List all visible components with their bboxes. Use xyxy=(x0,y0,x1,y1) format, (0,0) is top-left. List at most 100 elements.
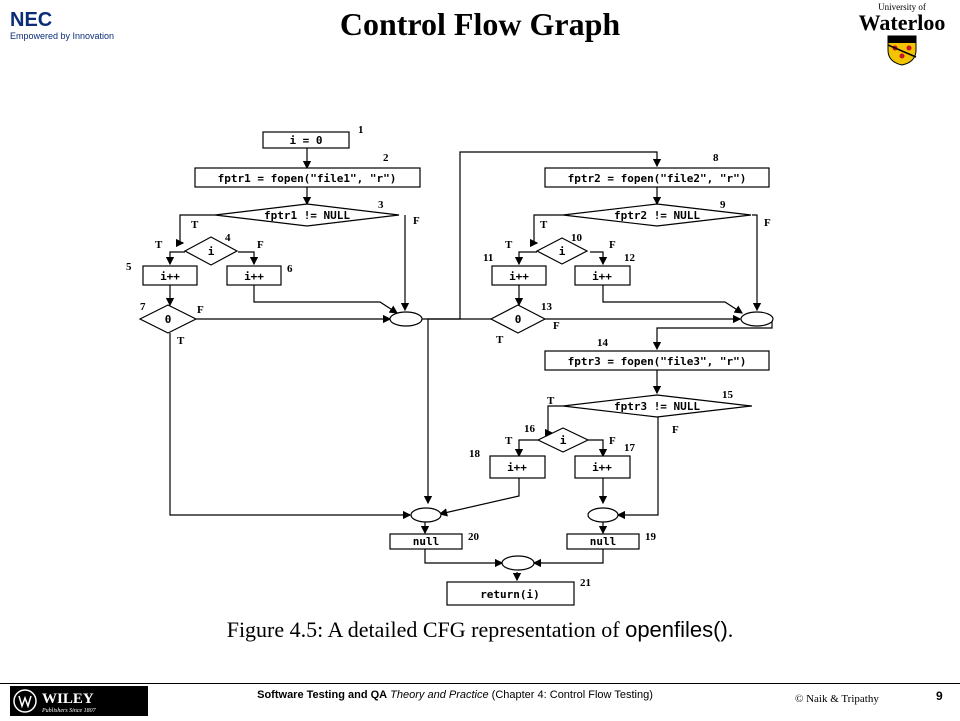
wiley-logo-graphic: WILEY Publishers Since 1807 xyxy=(13,689,97,714)
cfg-node-19 xyxy=(566,533,640,550)
cfg-node-19-text: null xyxy=(590,535,617,548)
cfg-node-15-false-label: F xyxy=(672,424,679,436)
cfg-node-10-true-label: T xyxy=(505,239,513,251)
waterloo-logo-small: University of xyxy=(878,2,926,12)
cfg-node-2-text: fptr1 = fopen("file1", "r") xyxy=(218,172,397,185)
cfg-junction-left xyxy=(389,311,423,327)
cfg-node-11-number: 11 xyxy=(483,252,493,264)
waterloo-crest-icon xyxy=(887,35,917,66)
cfg-node-12 xyxy=(574,265,631,286)
page-title: Control Flow Graph xyxy=(339,6,621,42)
figure-caption-suffix: . xyxy=(727,617,734,642)
cfg-node-8-number: 8 xyxy=(713,152,719,164)
nec-logo-tagline: Empowered by Innovation xyxy=(10,31,115,41)
cfg-node-6-number: 6 xyxy=(287,263,293,275)
wiley-logo: WILEY Publishers Since 1807 xyxy=(10,686,148,716)
cfg-node-11 xyxy=(491,265,547,286)
cfg-node-20-text: null xyxy=(413,535,440,548)
cfg-node-12-number: 12 xyxy=(624,252,636,264)
cfg-node-10-false-label: F xyxy=(609,239,616,251)
cfg-node-10-text: i xyxy=(559,245,566,258)
waterloo-logo-big: Waterloo xyxy=(858,10,946,35)
cfg-junction-final xyxy=(501,555,535,571)
cfg-junction-lower-right xyxy=(587,507,619,523)
waterloo-logo: University of Waterloo xyxy=(848,2,956,66)
cfg-node-16-text: i xyxy=(560,434,567,447)
copyright-notice: © Naik & Tripathy xyxy=(795,693,879,705)
cfg-node-14-text: fptr3 = fopen("file3", "r") xyxy=(568,355,747,368)
cfg-node-19-number: 19 xyxy=(645,531,657,543)
wiley-logo-word: WILEY xyxy=(42,691,94,707)
cfg-node-5 xyxy=(142,265,198,286)
cfg-node-1-number: 1 xyxy=(358,124,364,136)
cfg-node-4-true-label: T xyxy=(155,239,163,251)
nec-logo: NEC Empowered by Innovation xyxy=(10,10,114,42)
cfg-node-18 xyxy=(489,455,546,479)
cfg-node-7-text: 0 xyxy=(165,313,172,326)
cfg-node-13 xyxy=(489,304,547,334)
cfg-node-7-true-label: T xyxy=(177,335,185,347)
cfg-node-20 xyxy=(389,533,463,550)
cfg-node-4-text: i xyxy=(208,245,215,258)
cfg-node-6 xyxy=(226,265,282,286)
cfg-node-15-true-label: T xyxy=(547,395,555,407)
cfg-node-8 xyxy=(544,167,770,188)
cfg-node-18-text: i++ xyxy=(507,461,527,474)
cfg-edges xyxy=(165,148,773,582)
cfg-node-7 xyxy=(138,304,198,334)
footer-book-info: Software Testing and QA Theory and Pract… xyxy=(175,689,735,701)
cfg-node-9-text: fptr2 != NULL xyxy=(614,209,700,222)
cfg-node-5-text: i++ xyxy=(160,270,180,283)
cfg-node-3-true-label: T xyxy=(191,219,199,231)
cfg-node-6-text: i++ xyxy=(244,270,264,283)
cfg-node-15-text: fptr3 != NULL xyxy=(614,400,700,413)
cfg-node-9-true-label: T xyxy=(540,219,548,231)
cfg-node-15-number: 15 xyxy=(722,389,734,401)
footer-book-subtitle: Theory and Practice xyxy=(387,689,489,701)
cfg-junction-right xyxy=(740,311,774,327)
cfg-node-21-text: return(i) xyxy=(480,588,540,601)
cfg-node-11-text: i++ xyxy=(509,270,529,283)
cfg-node-14 xyxy=(544,350,770,371)
footer-divider xyxy=(0,683,960,684)
cfg-node-3-false-label: F xyxy=(413,215,420,227)
cfg-node-1-text: i = 0 xyxy=(289,134,322,147)
cfg-node-9 xyxy=(562,203,752,227)
cfg-node-3 xyxy=(214,203,400,227)
cfg-node-16 xyxy=(536,427,590,453)
cfg-node-13-text: 0 xyxy=(515,313,522,326)
cfg-node-7-false-label: F xyxy=(197,304,204,316)
cfg-node-21 xyxy=(446,581,575,606)
figure-caption-prefix: Figure 4.5: A detailed CFG representatio… xyxy=(226,617,626,642)
page-number: 9 xyxy=(936,689,943,703)
cfg-node-4-false-label: F xyxy=(257,239,264,251)
cfg-node-16-number: 16 xyxy=(524,423,536,435)
cfg-node-4 xyxy=(183,236,239,266)
cfg-node-15 xyxy=(562,394,752,418)
cfg-node-17-number: 17 xyxy=(624,442,636,454)
cfg-node-3-number: 3 xyxy=(378,199,384,211)
cfg-node-1 xyxy=(262,131,350,149)
cfg-node-13-false-label: F xyxy=(553,320,560,332)
cfg-node-2 xyxy=(194,167,421,188)
cfg-node-9-false-label: F xyxy=(764,217,771,229)
cfg-node-3-text: fptr1 != NULL xyxy=(264,209,350,222)
cfg-node-5-number: 5 xyxy=(126,261,132,273)
cfg-node-10 xyxy=(535,237,589,265)
cfg-node-16-true-label: T xyxy=(505,435,513,447)
cfg-node-12-text: i++ xyxy=(592,270,612,283)
footer-chapter: (Chapter 4: Control Flow Testing) xyxy=(488,689,653,701)
cfg-node-13-number: 13 xyxy=(541,301,553,313)
cfg-node-14-number: 14 xyxy=(597,337,609,349)
cfg-node-17-text: i++ xyxy=(592,461,612,474)
cfg-node-7-number: 7 xyxy=(140,301,146,313)
cfg-node-4-number: 4 xyxy=(225,232,231,244)
control-flow-graph: i = 0 1 fptr1 = fopen("file1", "r") 2 fp… xyxy=(126,124,774,606)
cfg-node-10-number: 10 xyxy=(571,232,583,244)
cfg-node-20-number: 20 xyxy=(468,531,480,543)
cfg-node-16-false-label: F xyxy=(609,435,616,447)
footer-book-title: Software Testing and QA xyxy=(257,689,388,701)
figure-caption-code: openfiles() xyxy=(625,617,728,642)
figure-caption: Figure 4.5: A detailed CFG representatio… xyxy=(0,617,960,643)
wiley-logo-tagline: Publishers Since 1807 xyxy=(41,708,97,714)
